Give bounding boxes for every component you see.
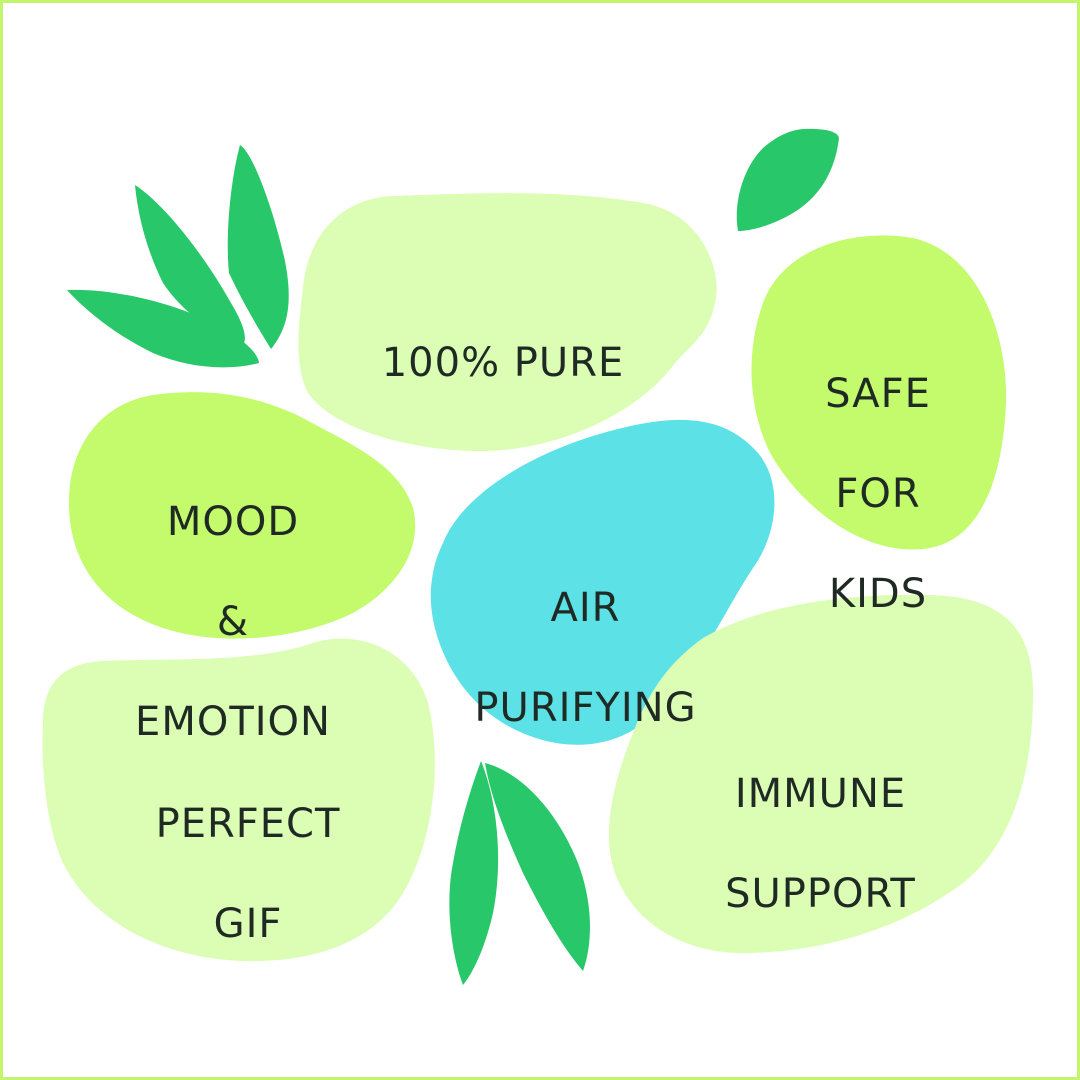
badge-immune-line-2: SUPPORT xyxy=(725,871,916,917)
badge-air-line-2: PURIFYING xyxy=(474,685,697,731)
blob-safe-for-kids xyxy=(751,235,1007,550)
leaf-cluster-top-left-icon xyxy=(67,145,289,368)
badge-immune-line-1: IMMUNE xyxy=(734,771,907,817)
badge-gift-line-1: PERFECT xyxy=(155,801,341,847)
blob-perfect-gif xyxy=(42,638,435,962)
badge-mood-line-3: EMOTION xyxy=(135,699,331,745)
badge-mood-emotion: MOOD & EMOTION xyxy=(103,447,363,797)
background-shapes xyxy=(42,128,1033,985)
badge-safe-line-3: KIDS xyxy=(828,571,928,617)
badge-safe-line-1: SAFE xyxy=(825,371,931,417)
badge-immune-support: IMMUNE SUPPORT xyxy=(693,719,948,969)
leaf-cluster-bottom-center-icon xyxy=(449,761,590,985)
badge-air-line-1: AIR xyxy=(550,585,621,631)
blob-mood-emotion xyxy=(69,392,416,639)
badge-100-pure-line-1: 100% PURE xyxy=(381,340,625,386)
blob-immune-support xyxy=(608,594,1033,953)
badge-safe-line-2: FOR xyxy=(835,471,921,517)
badge-mood-line-1: MOOD xyxy=(166,499,300,545)
badge-air-purifying: AIR PURIFYING xyxy=(453,533,718,783)
badge-perfect-gif: PERFECT GIF xyxy=(123,749,373,999)
badge-safe-for-kids: SAFE FOR KIDS xyxy=(778,319,978,669)
badge-gift-line-2: GIF xyxy=(213,901,283,947)
blob-100-pure xyxy=(298,193,717,452)
badge-mood-line-2: & xyxy=(216,599,250,645)
badge-100-pure: 100% PURE xyxy=(323,288,683,438)
leaf-top-right-icon xyxy=(736,128,839,231)
